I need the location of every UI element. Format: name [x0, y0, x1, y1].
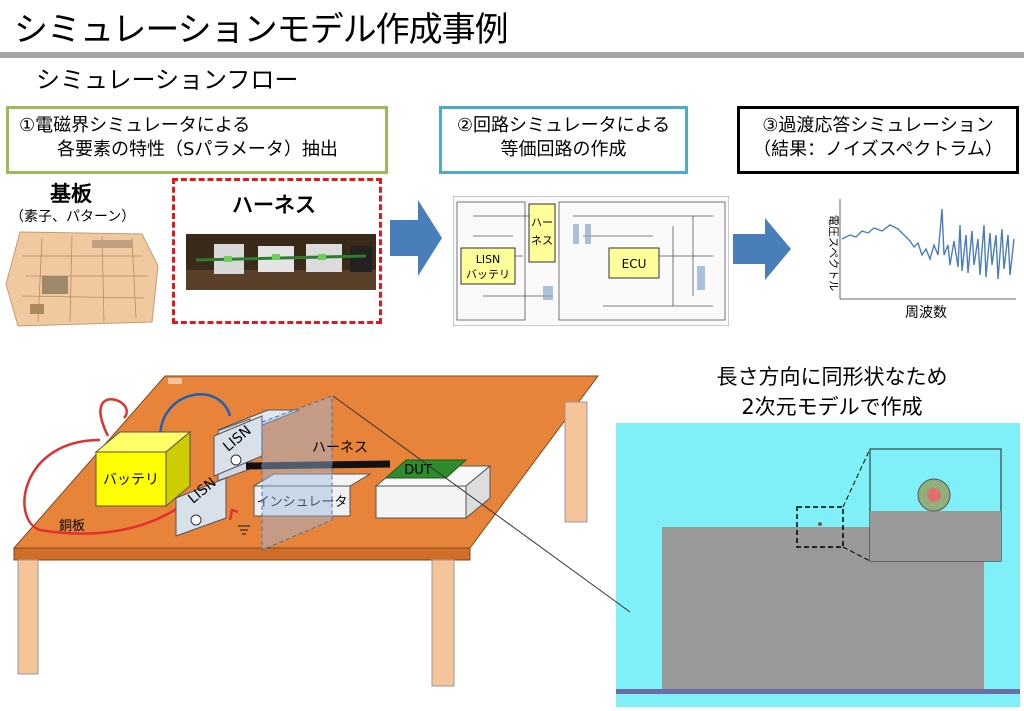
title-divider [0, 52, 1024, 58]
circuit-ecu-label: ECU [622, 257, 647, 271]
setup-battery-label: バッテリ [103, 472, 159, 488]
harness-label: ハーネス [232, 193, 316, 217]
section-heading: シミュレーションフロー [36, 66, 299, 94]
cross-caption-line1: 長さ方向に同形状なため [716, 365, 948, 389]
setup-harness-label: ハーネス [312, 440, 368, 456]
harness-highlight-box [172, 178, 382, 324]
step2-box: ②回路シミュレータによる 等価回路の作成 [439, 106, 688, 174]
measurement-setup-illustration: バッテリ LISN LISN インシュレータ ハーネス DUT 銅板 [12, 375, 599, 687]
noise-spectrum-plot: 電圧スペクトル [827, 199, 1016, 300]
cross-caption-line2: 2次元モデルで作成 [741, 395, 923, 419]
page-title: シミュレーションモデル作成事例 [14, 10, 509, 50]
setup-copper-label: 銅板 [59, 519, 85, 534]
step2-line1: ②回路シミュレータによる [456, 115, 671, 136]
step2-line2: 等価回路の作成 [500, 139, 627, 160]
circuit-harness-label-2: ネス [531, 234, 553, 247]
step3-line2: （結果：ノイズスペクトラム） [753, 139, 1003, 160]
board-image [5, 231, 159, 327]
harness-photo [186, 234, 376, 290]
step1-line1: ①電磁界シミュレータによる [19, 115, 251, 136]
spectrum-xlabel: 周波数 [905, 305, 947, 321]
cross-section-caption: 長さ方向に同形状なため 2次元モデルで作成 [667, 362, 997, 422]
flow-arrow-2 [733, 218, 791, 280]
setup-insulator-label: インシュレータ [257, 495, 348, 510]
step3-line1: ③過渡応答シミュレーション [762, 115, 994, 136]
spectrum-ylabel: 電圧スペクトル [827, 215, 840, 291]
flow-arrow-1 [390, 200, 442, 276]
board-sublabel: （素子、パターン） [10, 209, 136, 225]
circuit-battery-label: バッテリ [466, 268, 510, 281]
circuit-harness-label-1: ハー [531, 216, 553, 229]
circuit-schematic: LISN バッテリ ハー ネス ECU [453, 196, 729, 326]
circuit-lisn-label: LISN [476, 253, 501, 266]
board-label: 基板 [50, 182, 92, 206]
step1-line2: 各要素の特性（Sパラメータ）抽出 [57, 139, 338, 160]
setup-dut-label: DUT [404, 463, 432, 478]
step1-box: ①電磁界シミュレータによる 各要素の特性（Sパラメータ）抽出 [6, 106, 388, 174]
cross-section-2d-model [616, 423, 1020, 707]
step3-box: ③過渡応答シミュレーション （結果：ノイズスペクトラム） [737, 106, 1019, 174]
